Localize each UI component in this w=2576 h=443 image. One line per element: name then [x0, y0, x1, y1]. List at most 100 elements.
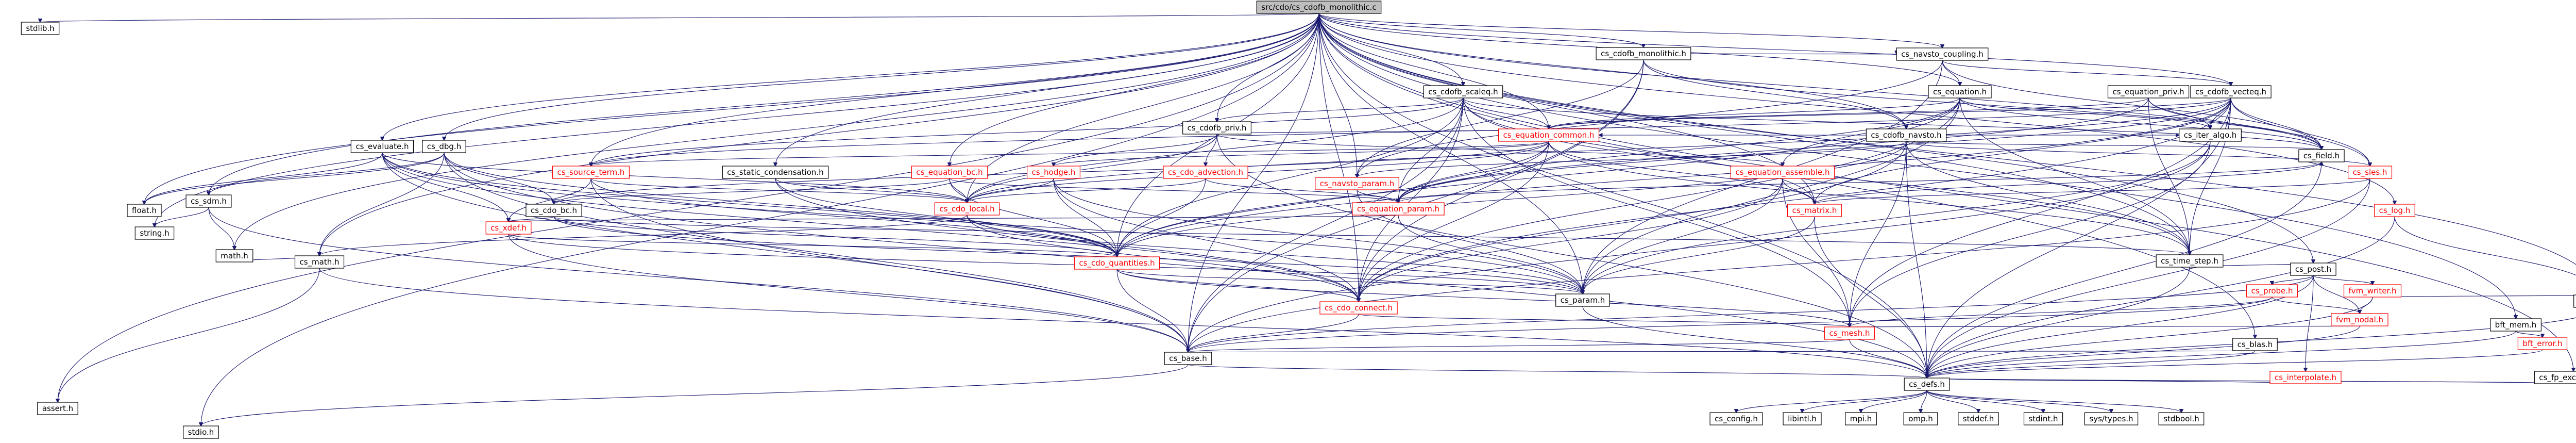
node-blas[interactable]: cs_blas.h [2232, 338, 2278, 351]
node-equation[interactable]: cs_equation.h [1928, 85, 1992, 99]
edge-cdofb-priv-to-equation-assemble [1216, 134, 1783, 166]
node-timer[interactable]: cs_timer.h [2573, 294, 2576, 308]
node-cdo-connect[interactable]: cs_cdo_connect.h [1319, 301, 1398, 315]
edge-cdofb-priv-to-cdo-local [967, 134, 1217, 203]
node-label: mpi.h [1850, 414, 1872, 423]
edge-defs-to-cs-config [1736, 390, 1927, 413]
edge-root-to-cdofb-vecteq [1318, 13, 2231, 86]
node-equation-param[interactable]: cs_equation_param.h [1352, 202, 1445, 216]
node-static-cond[interactable]: cs_static_condensation.h [722, 166, 829, 179]
node-log[interactable]: cs_log.h [2374, 204, 2415, 217]
node-fp-exception[interactable]: cs_fp_exception.h [2534, 371, 2576, 384]
node-sys-types[interactable]: sys/types.h [2084, 412, 2139, 425]
node-cdofb-navsto[interactable]: cs_cdofb_navsto.h [1866, 128, 1947, 142]
node-mpi[interactable]: mpi.h [1845, 412, 1877, 425]
node-post[interactable]: cs_post.h [2290, 262, 2336, 276]
node-stdbool[interactable]: stdbool.h [2158, 412, 2205, 425]
node-param[interactable]: cs_param.h [1555, 293, 1610, 307]
node-source-term[interactable]: cs_source_term.h [552, 166, 630, 179]
node-navsto-param[interactable]: cs_navsto_param.h [1315, 177, 1399, 190]
node-cs-math[interactable]: cs_math.h [294, 255, 345, 269]
node-equation-common[interactable]: cs_equation_common.h [1498, 128, 1600, 142]
node-cdo-bc[interactable]: cs_cdo_bc.h [526, 204, 582, 217]
node-base[interactable]: cs_base.h [1164, 352, 1212, 365]
node-stdio[interactable]: stdio.h [183, 425, 219, 439]
node-cs-config[interactable]: cs_config.h [1709, 412, 1763, 425]
node-cdo-quantities[interactable]: cs_cdo_quantities.h [1074, 256, 1160, 270]
node-label: cs_probe.h [2251, 286, 2293, 296]
node-time-step[interactable]: cs_time_step.h [2156, 254, 2224, 268]
node-cdofb-vecteq[interactable]: cs_cdofb_vecteq.h [2190, 85, 2272, 99]
edge-probe-to-mesh [1850, 297, 2273, 327]
node-defs[interactable]: cs_defs.h [1904, 378, 1950, 391]
node-evaluate[interactable]: cs_evaluate.h [350, 140, 414, 153]
edge-root-to-math [234, 13, 1319, 250]
edge-bft-error-to-defs [1927, 349, 2543, 378]
edge-root-to-string [155, 13, 1319, 227]
node-bft-error[interactable]: bft_error.h [2517, 337, 2568, 350]
node-box [1845, 412, 1877, 425]
node-box [1896, 47, 1989, 61]
node-stdlib[interactable]: stdlib.h [21, 22, 60, 35]
node-label: cs_hodge.h [1032, 168, 1076, 177]
node-box [2232, 338, 2278, 351]
edge-post-to-base [1188, 275, 2314, 352]
node-hodge[interactable]: cs_hodge.h [1026, 166, 1080, 179]
node-field[interactable]: cs_field.h [2298, 149, 2345, 162]
node-assert[interactable]: assert.h [37, 402, 78, 415]
node-cdofb-priv[interactable]: cs_cdofb_priv.h [1182, 121, 1251, 135]
edge-cdo-quantities-to-cdo-connect [1116, 269, 1359, 302]
node-box [2331, 313, 2388, 326]
node-cdofb-scaleq[interactable]: cs_cdofb_scaleq.h [1423, 85, 1503, 99]
node-cdo-advection[interactable]: cs_cdo_advection.h [1163, 166, 1248, 179]
node-fvm-writer[interactable]: fvm_writer.h [2343, 284, 2402, 298]
node-dbg[interactable]: cs_dbg.h [422, 140, 466, 153]
node-box [350, 140, 414, 153]
edge-cdofb-vecteq-to-defs [1927, 97, 2231, 378]
node-stddef[interactable]: stddef.h [1958, 412, 1999, 425]
node-root[interactable]: src/cdo/cs_cdofb_monolithic.c [1256, 1, 1382, 14]
node-box [2179, 128, 2242, 142]
node-stdint[interactable]: stdint.h [2023, 412, 2063, 425]
node-interpolate[interactable]: cs_interpolate.h [2269, 371, 2342, 384]
node-xdef[interactable]: cs_xdef.h [485, 221, 532, 235]
edge-cdofb-navsto-to-navsto-param [1357, 141, 1907, 177]
edge-equation-to-equation-common [1549, 97, 1960, 129]
node-probe[interactable]: cs_probe.h [2246, 284, 2298, 298]
edge-equation-priv-to-time-step [2148, 97, 2190, 255]
node-iter-algo[interactable]: cs_iter_algo.h [2179, 128, 2242, 142]
node-string[interactable]: string.h [134, 226, 175, 240]
edge-cdofb-monolithic-to-field [1643, 59, 2321, 150]
edge-equation-common-to-equation-param [1398, 141, 1549, 203]
node-cdofb-monolithic[interactable]: cs_cdofb_monolithic.h [1596, 47, 1691, 60]
edge-cdofb-vecteq-to-cdo-connect [1359, 97, 2231, 302]
node-sles[interactable]: cs_sles.h [2348, 166, 2393, 179]
node-fvm-nodal[interactable]: fvm_nodal.h [2331, 313, 2388, 326]
node-box [1866, 128, 1947, 142]
node-float[interactable]: float.h [127, 204, 162, 217]
node-omp[interactable]: omp.h [1903, 412, 1938, 425]
node-equation-assemble[interactable]: cs_equation_assemble.h [1730, 166, 1835, 179]
node-label: cs_iter_algo.h [2184, 130, 2237, 140]
node-label: cs_log.h [2379, 206, 2411, 216]
edge-cdo-connect-to-base [1188, 314, 1359, 352]
node-cdo-local[interactable]: cs_cdo_local.h [934, 202, 1000, 216]
node-sdm[interactable]: cs_sdm.h [185, 194, 232, 208]
node-label: string.h [140, 228, 169, 238]
node-equation-priv[interactable]: cs_equation_priv.h [2107, 85, 2190, 99]
node-equation-bc[interactable]: cs_equation_bc.h [911, 166, 988, 179]
node-label: omp.h [1908, 414, 1933, 423]
node-libintl[interactable]: libintl.h [1783, 412, 1822, 425]
node-label: cs_cdo_bc.h [531, 206, 577, 216]
node-label: cs_defs.h [1909, 380, 1945, 389]
node-mesh[interactable]: cs_mesh.h [1824, 326, 1875, 340]
node-box [722, 166, 829, 179]
node-math[interactable]: math.h [215, 249, 253, 262]
node-bft-mem[interactable]: bft_mem.h [2490, 318, 2542, 332]
edge-fvm-writer-to-defs [1927, 297, 2373, 378]
node-box [2023, 412, 2063, 425]
node-navsto-coupling[interactable]: cs_navsto_coupling.h [1896, 47, 1989, 61]
edge-equation-priv-to-field [2148, 97, 2321, 150]
edge-post-to-fvm-nodal [2313, 275, 2360, 314]
node-matrix[interactable]: cs_matrix.h [1787, 204, 1842, 217]
